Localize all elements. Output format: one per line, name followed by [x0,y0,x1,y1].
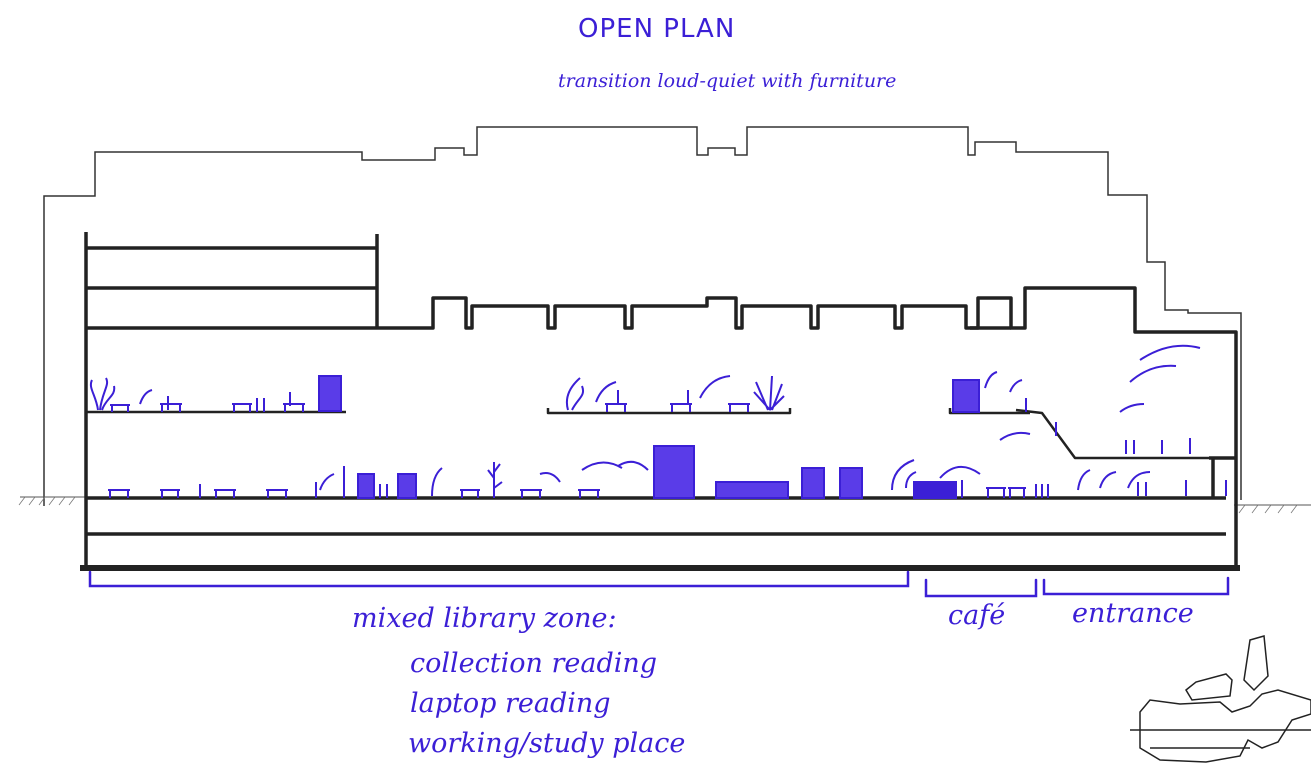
desk [160,403,182,412]
zone-label-cafe: café [948,600,1006,631]
zone-main-item: collection reading [410,648,658,679]
desk [605,403,627,412]
desk [160,489,180,498]
desk [108,489,130,498]
sound-arc [431,467,443,497]
sound-arc [139,389,153,405]
desk [728,403,750,412]
desk [670,403,692,412]
bookshelf [839,467,863,499]
desk [578,489,600,498]
desk [520,489,542,498]
plant [89,377,116,411]
person [199,466,345,498]
plant [753,375,785,411]
desk [1008,487,1026,498]
plant [566,377,584,411]
bracket-cafe [924,578,1038,598]
bookshelf [397,473,417,499]
sound-arc [905,471,917,489]
bookshelf [653,445,695,499]
desk [986,487,1006,498]
diagram-subtitle: transition loud-quiet with furniture [558,70,897,92]
person [256,398,265,412]
sound-arc [1009,379,1023,393]
sound-arc [595,381,617,403]
bookshelf [318,375,342,412]
desk [283,403,305,412]
sound-arc [1127,471,1151,489]
low-shelf [715,481,789,499]
sound-arc [999,431,1031,441]
furniture-doodles [89,344,1227,499]
zone-label-entrance: entrance [1072,598,1194,629]
zone-brackets [88,570,1230,598]
bracket-entrance [1042,576,1230,596]
sound-arc [319,473,335,491]
bookshelf [357,473,375,499]
desk [110,404,130,412]
sound-arc [1099,471,1117,489]
sound-arc [1129,364,1177,383]
bookshelf [801,467,825,499]
plant [487,462,503,498]
diagram-title: OPEN PLAN [578,14,736,44]
desk [214,489,236,498]
ground-hatch [18,496,1298,514]
sound-arc [617,460,649,471]
bookshelf [952,379,980,413]
sound-arc [939,466,981,479]
zone-main-item: working/study place [408,728,686,759]
site-plan-sketch [1130,635,1311,763]
sound-arc [1077,469,1091,491]
person [1137,482,1147,496]
sound-arc [581,461,623,471]
section-structure [80,232,1240,571]
sound-arc [1119,403,1145,413]
sound-arc [1139,344,1201,361]
person [379,484,388,498]
desk [266,489,288,498]
building-outline [43,126,1242,506]
zone-main-item: laptop reading [410,688,611,719]
zone-label-main: mixed library zone: [352,603,617,634]
bracket-main [88,570,910,588]
sound-arc [984,371,998,389]
person [1035,484,1049,498]
desk [232,403,252,412]
sound-arc [699,375,731,399]
cafe-counter [913,481,957,499]
person [1125,440,1135,454]
sound-arc [539,472,561,483]
desk [460,489,480,498]
sound-arc [891,459,915,491]
